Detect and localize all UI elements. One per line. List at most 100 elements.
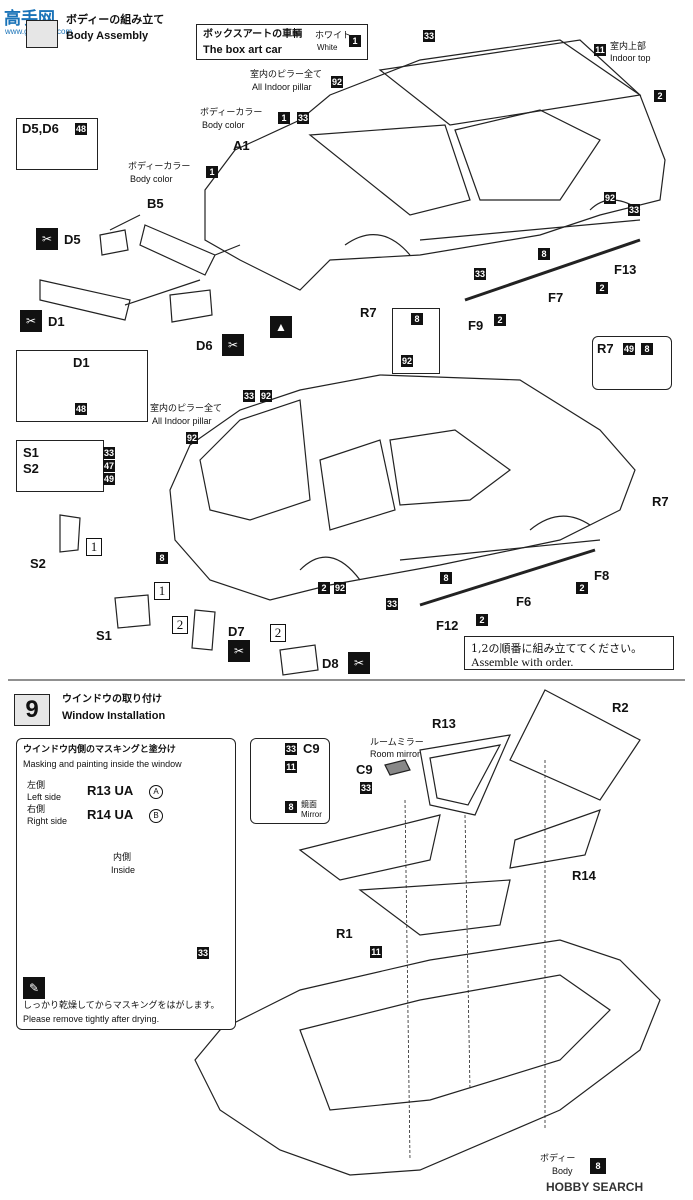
part-f13: F13 [614,262,637,277]
glue-icon: ✂ [36,228,58,250]
part-d7: D7 [228,624,245,639]
part-d8: D8 [322,656,339,671]
glue-icon: ✂ [348,652,370,674]
boxart-box: ボックスアートの車輌 The box art car ホワイト White 1 [196,24,368,60]
color-code: 33 [423,30,436,42]
room-mirror-jp: ルームミラー [370,738,424,748]
color-code: 2 [494,314,506,326]
color-code: 92 [401,355,414,367]
part-r14: R14 [572,868,596,883]
color-code: 33 [243,390,256,402]
color-code: 33 [285,743,298,755]
mask-note-jp: しっかり乾燥してからマスキングをはがします。 [23,1001,220,1011]
color-code: 2 [654,90,666,102]
watermark-bottom: HOBBY SEARCH [546,1180,643,1194]
indoor-top-jp: 室内上部 [610,42,647,52]
glue-icon: ✂ [228,640,250,662]
color-code: 8 [590,1158,606,1174]
step9-title-jp: ウインドウの取り付け [62,694,162,705]
right-side-en: Right side [27,816,68,826]
inside-jp: 内側 [113,853,132,863]
glue-icon: ✂ [222,334,244,356]
color-code: 8 [641,343,653,355]
order-number: 1 [154,582,170,600]
part-r13: R13 [432,716,456,731]
part-c9: C9 [356,762,373,777]
color-code: 92 [331,76,344,88]
mirror-box: 33 C9 11 8 鏡面 Mirror [250,738,330,824]
color-code: 8 [156,552,168,564]
mark-b: B [149,809,163,823]
part-f7: F7 [548,290,564,305]
boxart-white-en: White [317,43,338,52]
part-r7: R7 [597,341,614,356]
assemble-order-box: 1,2の順番に組み立ててください。 Assemble with order. [464,636,674,670]
color-code: 48 [75,403,88,415]
mirror-part-c9: C9 [303,741,320,756]
part-s1: S1 [96,628,112,643]
color-code: 92 [186,432,199,444]
color-code: 1 [349,35,361,47]
part-s2: S2 [23,461,39,476]
color-code: 33 [386,598,399,610]
right-part: R14 UA [87,807,134,822]
boxart-title-jp: ボックスアートの車輌 [203,29,303,40]
color-code: 1 [206,166,218,178]
part-d5: D5 [64,232,81,247]
part-r7: R7 [360,305,377,320]
masking-box: ウインドウ内側のマスキングと塗分け Masking and painting i… [16,738,236,1030]
watermark-bottom-text: HOBBY SEARCH [546,1180,644,1194]
color-code: 33 [197,947,210,959]
part-d1: D1 [73,355,90,370]
assemble-jp: 1,2の順番に組み立ててください。 [471,642,643,655]
order-number: 1 [86,538,102,556]
pillar-label-jp: 室内のピラー全て [150,404,223,414]
color-code: 48 [75,123,88,135]
color-code: 11 [370,946,382,958]
color-code: 33 [297,112,310,124]
step9-title-en: Window Installation [62,710,166,722]
color-code: 2 [596,282,608,294]
part-r7: R7 [652,494,669,509]
mask-title-en: Masking and painting inside the window [23,759,182,769]
part-r2: R2 [612,700,629,715]
cement-icon: ▲ [270,316,292,338]
mask-title-jp: ウインドウ内側のマスキングと塗分け [23,745,176,755]
body-en: Body [552,1166,573,1176]
color-code: 33 [103,447,116,459]
order-number: 2 [172,616,188,634]
color-code: 8 [411,313,423,325]
brush-icon: ✎ [23,977,45,999]
d5d6-box: D5,D6 48 [16,118,98,170]
color-code: 92 [604,192,617,204]
color-code: 8 [285,801,297,813]
part-f9: F9 [468,318,484,333]
body-jp: ボディー [540,1154,576,1164]
r7-box: R7 49 8 [592,336,672,390]
boxart-white-jp: ホワイト [315,31,352,41]
left-side-en: Left side [27,792,62,802]
step9-number: 9 [14,694,50,726]
part-d6: D6 [196,338,213,353]
color-code: 47 [103,460,116,472]
color-code: 49 [623,343,636,355]
color-code: 33 [474,268,487,280]
room-mirror-en: Room mirror [370,749,421,759]
bodycolor-label-jp: ボディーカラー [128,162,191,172]
step8-title-jp: ボディーの組み立て [66,14,165,26]
assemble-en: Assemble with order. [471,655,574,669]
color-code: 2 [476,614,488,626]
step8-title-en: Body Assembly [66,30,149,42]
inside-en: Inside [111,865,136,875]
pillar-label-en: All Indoor pillar [252,82,312,92]
pillar-label-jp: 室内のピラー全て [250,70,323,80]
bodycolor-label-en: Body color [202,120,245,130]
glue-icon: ✂ [20,310,42,332]
step8-number-box [26,20,58,48]
bodycolor-label-en: Body color [130,174,173,184]
right-side-jp: 右側 [27,805,46,815]
part-d1: D1 [48,314,65,329]
color-code: 49 [103,473,116,485]
part-b5: B5 [147,196,164,211]
color-code: 33 [628,204,641,216]
